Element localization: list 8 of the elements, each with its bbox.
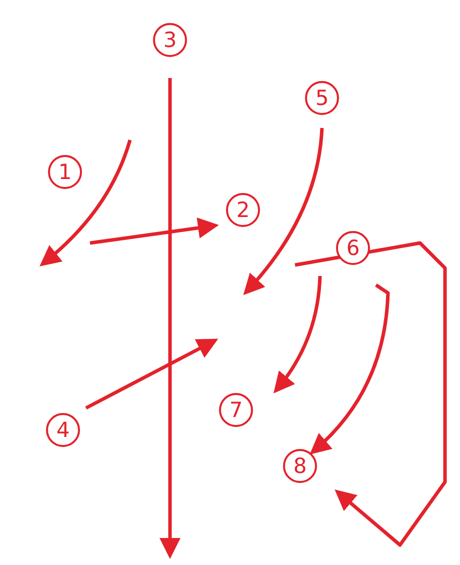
callout-number: 5: [305, 81, 339, 115]
callout-number: 2: [226, 193, 260, 227]
callout-number: 6: [336, 231, 370, 265]
callout-number: 7: [219, 393, 253, 427]
callout-number: 8: [283, 449, 317, 483]
callout-number: 1: [48, 155, 82, 189]
callout-number: 4: [46, 413, 80, 447]
callout-number: 3: [153, 23, 187, 57]
